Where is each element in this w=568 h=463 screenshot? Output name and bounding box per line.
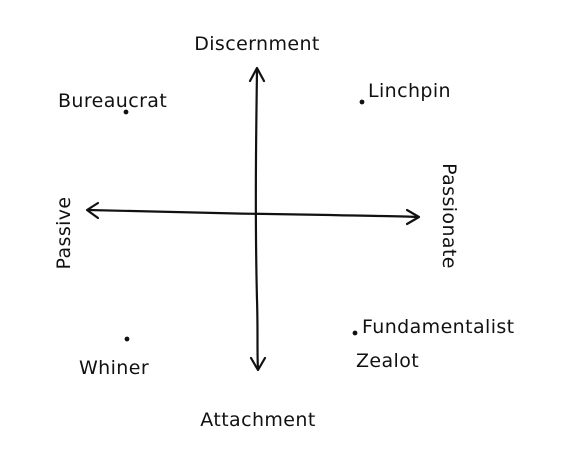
axis-label-top: Discernment (194, 33, 320, 55)
point-dot-whiner (124, 336, 130, 342)
vertical-axis (254, 68, 260, 371)
down-arrowhead (249, 356, 267, 372)
point-dot-linchpin (359, 99, 365, 105)
point-dot-fundamentalist (352, 330, 358, 336)
horizontal-axis (86, 208, 420, 219)
axis-label-right: Passionate (438, 163, 460, 269)
left-arrowhead (85, 201, 100, 220)
point-label-linchpin: Linchpin (368, 80, 451, 102)
right-arrowhead (405, 208, 421, 226)
point-label-whiner: Whiner (79, 357, 149, 379)
point-dot-bureaucrat (123, 109, 129, 115)
point-label-bureaucrat: Bureaucrat (58, 90, 167, 112)
up-arrowhead (248, 66, 266, 83)
point-label-zealot: Zealot (356, 350, 419, 372)
axis-label-bottom: Attachment (200, 409, 315, 431)
point-label-fundamentalist: Fundamentalist (362, 316, 515, 338)
axis-label-left: Passive (53, 196, 75, 269)
